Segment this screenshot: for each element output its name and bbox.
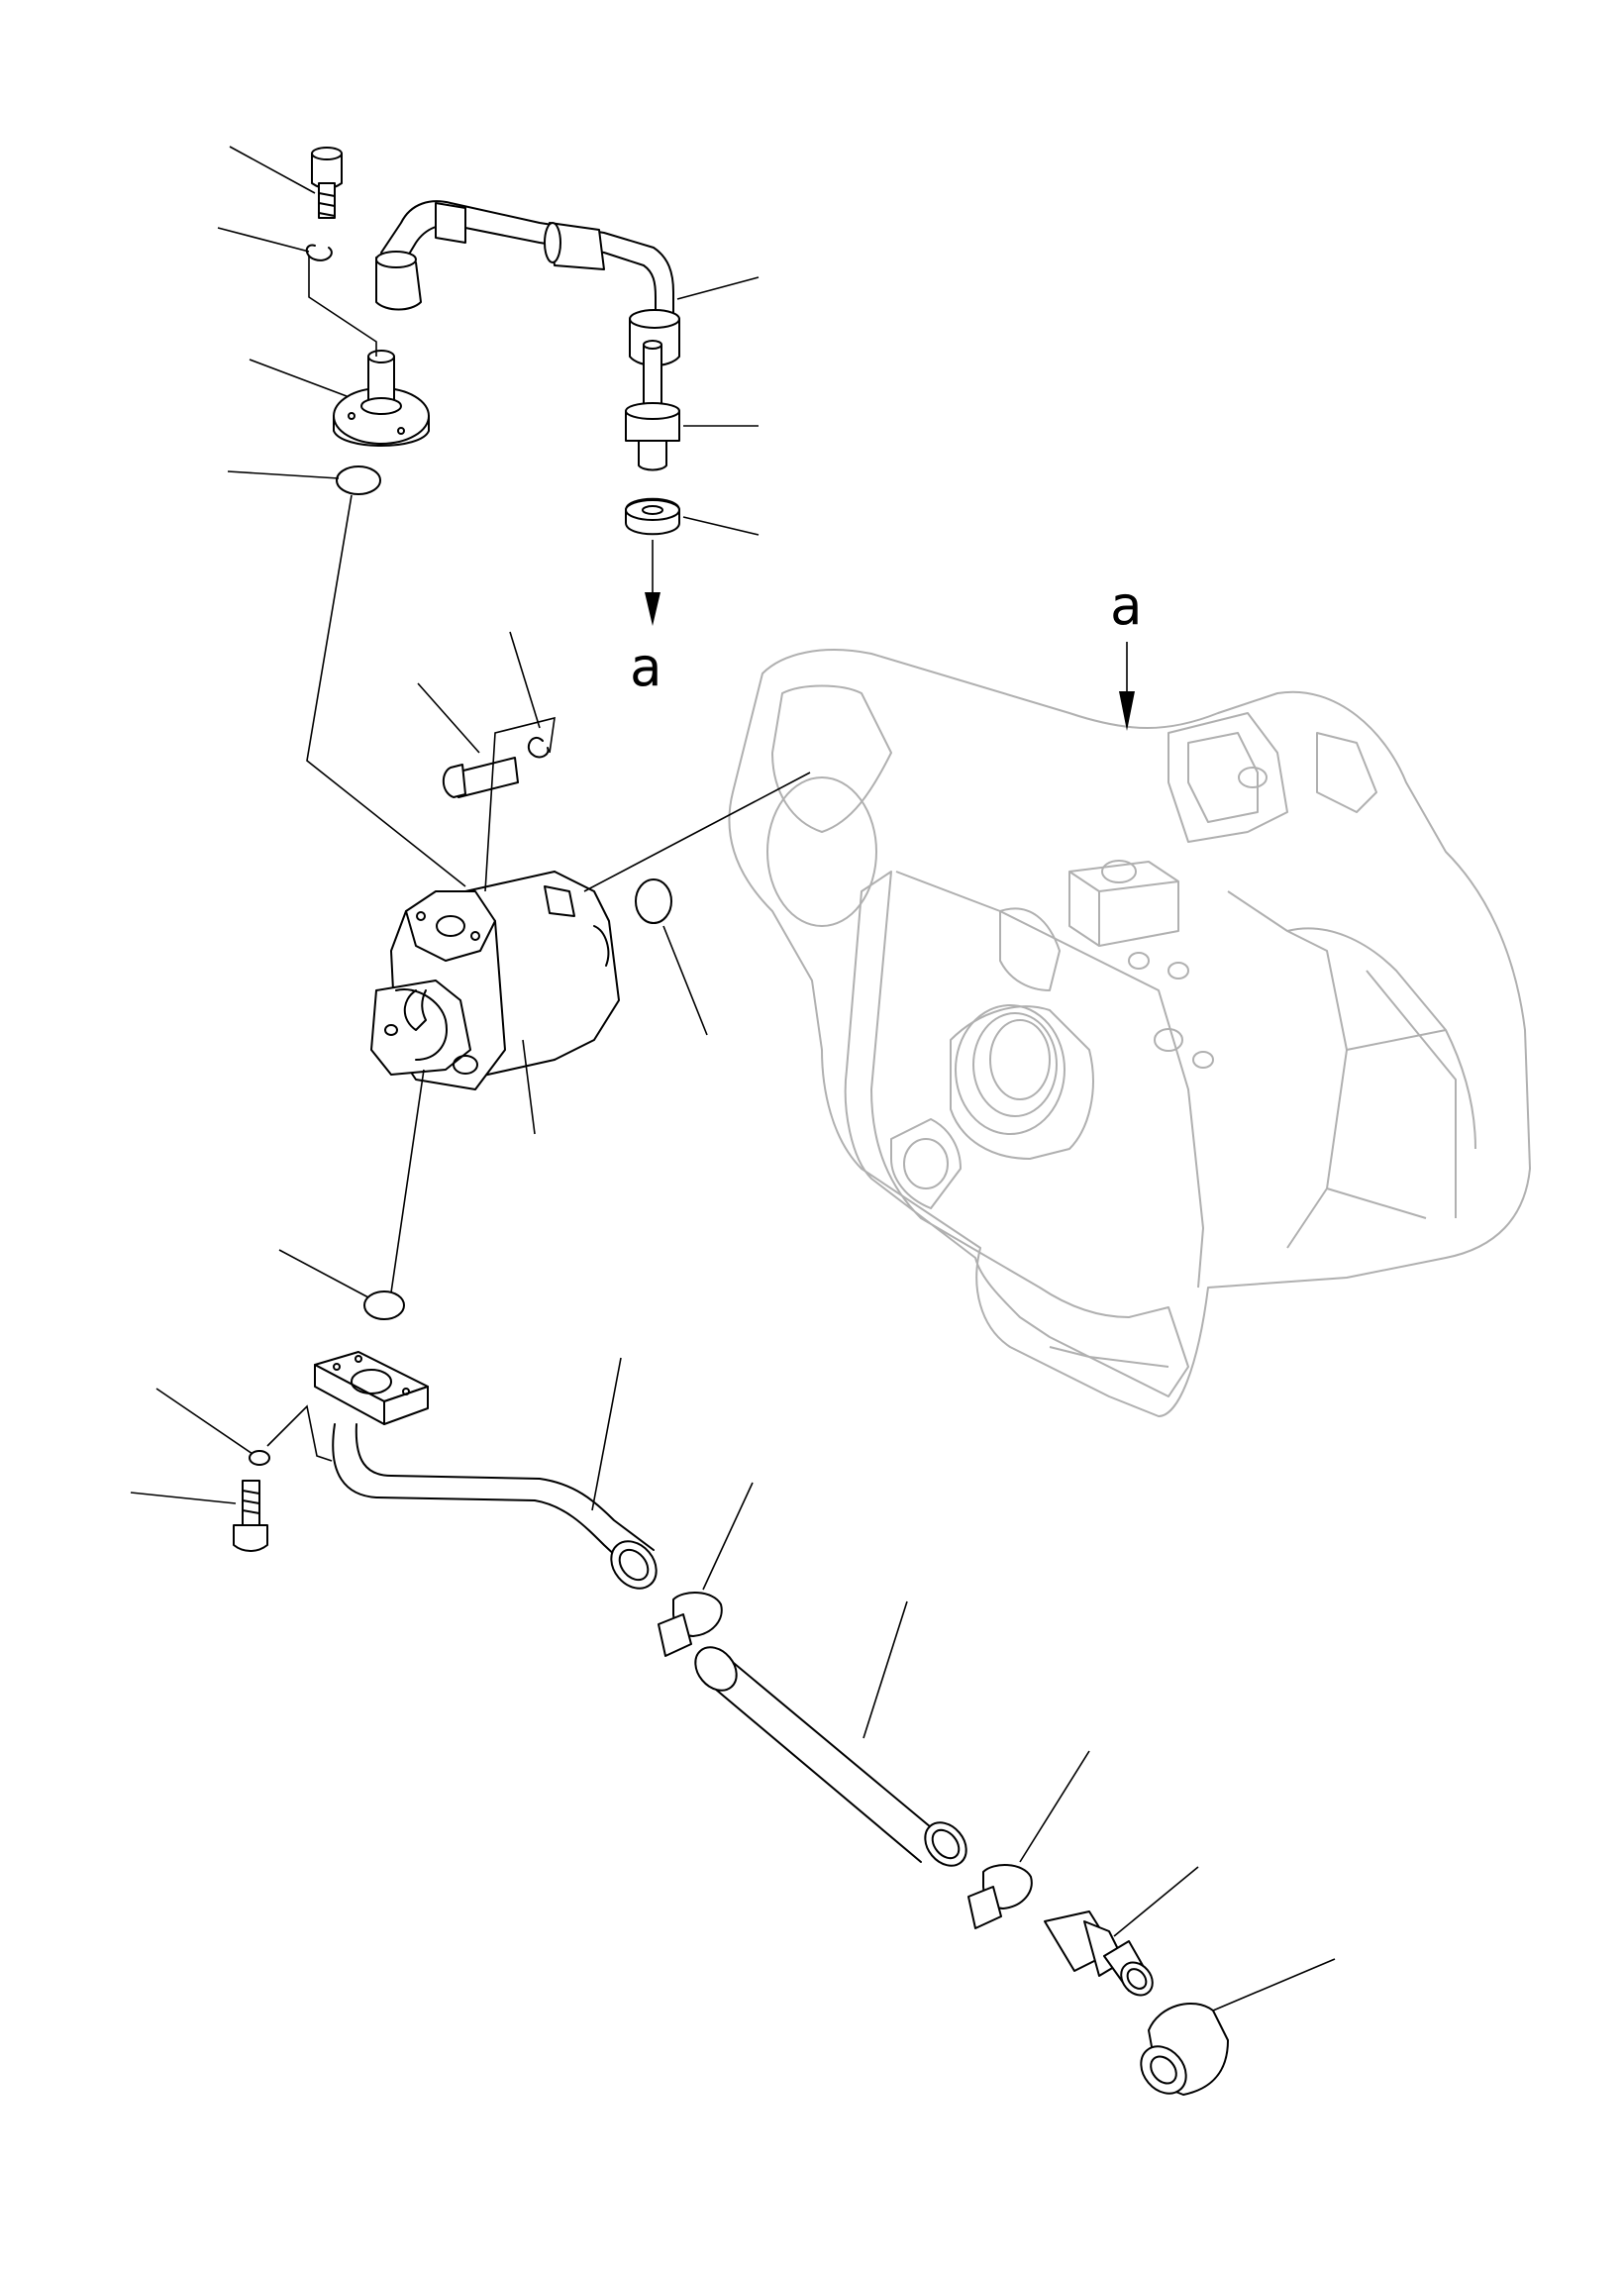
hose-nipple	[1044, 1910, 1154, 1997]
suction-flange	[314, 1351, 429, 1425]
hose-clamp-upper	[658, 1592, 723, 1657]
upper-bolt	[311, 147, 343, 219]
reference-mark-right: a	[1110, 574, 1143, 637]
pump-mounting-bolt	[442, 757, 519, 798]
lower-spring-washer	[249, 1450, 270, 1466]
seal-washer	[625, 497, 680, 536]
flange-connector	[333, 350, 430, 447]
hose-clamp-lower	[967, 1864, 1033, 1929]
reference-mark-left: a	[630, 636, 662, 698]
upper-hydraulic-tube	[375, 200, 680, 366]
reference-arrow-right: a	[1110, 574, 1143, 731]
reference-arrow-left: a	[630, 540, 662, 698]
leader-lines	[130, 146, 1336, 2012]
transmission-housing	[728, 649, 1531, 1417]
suction-elbow-pipe	[332, 1423, 658, 1590]
pump-o-ring	[635, 878, 672, 924]
elbow-fitting	[1140, 2002, 1229, 2096]
rubber-hose	[694, 1646, 967, 1867]
pump-spring-washer	[527, 736, 550, 759]
hydraulic-pump	[370, 871, 620, 1090]
upper-o-ring	[336, 465, 381, 495]
lower-o-ring	[363, 1290, 405, 1320]
upper-spring-washer	[305, 244, 333, 261]
lower-bolt	[233, 1480, 268, 1552]
adapter-fitting	[625, 340, 680, 471]
